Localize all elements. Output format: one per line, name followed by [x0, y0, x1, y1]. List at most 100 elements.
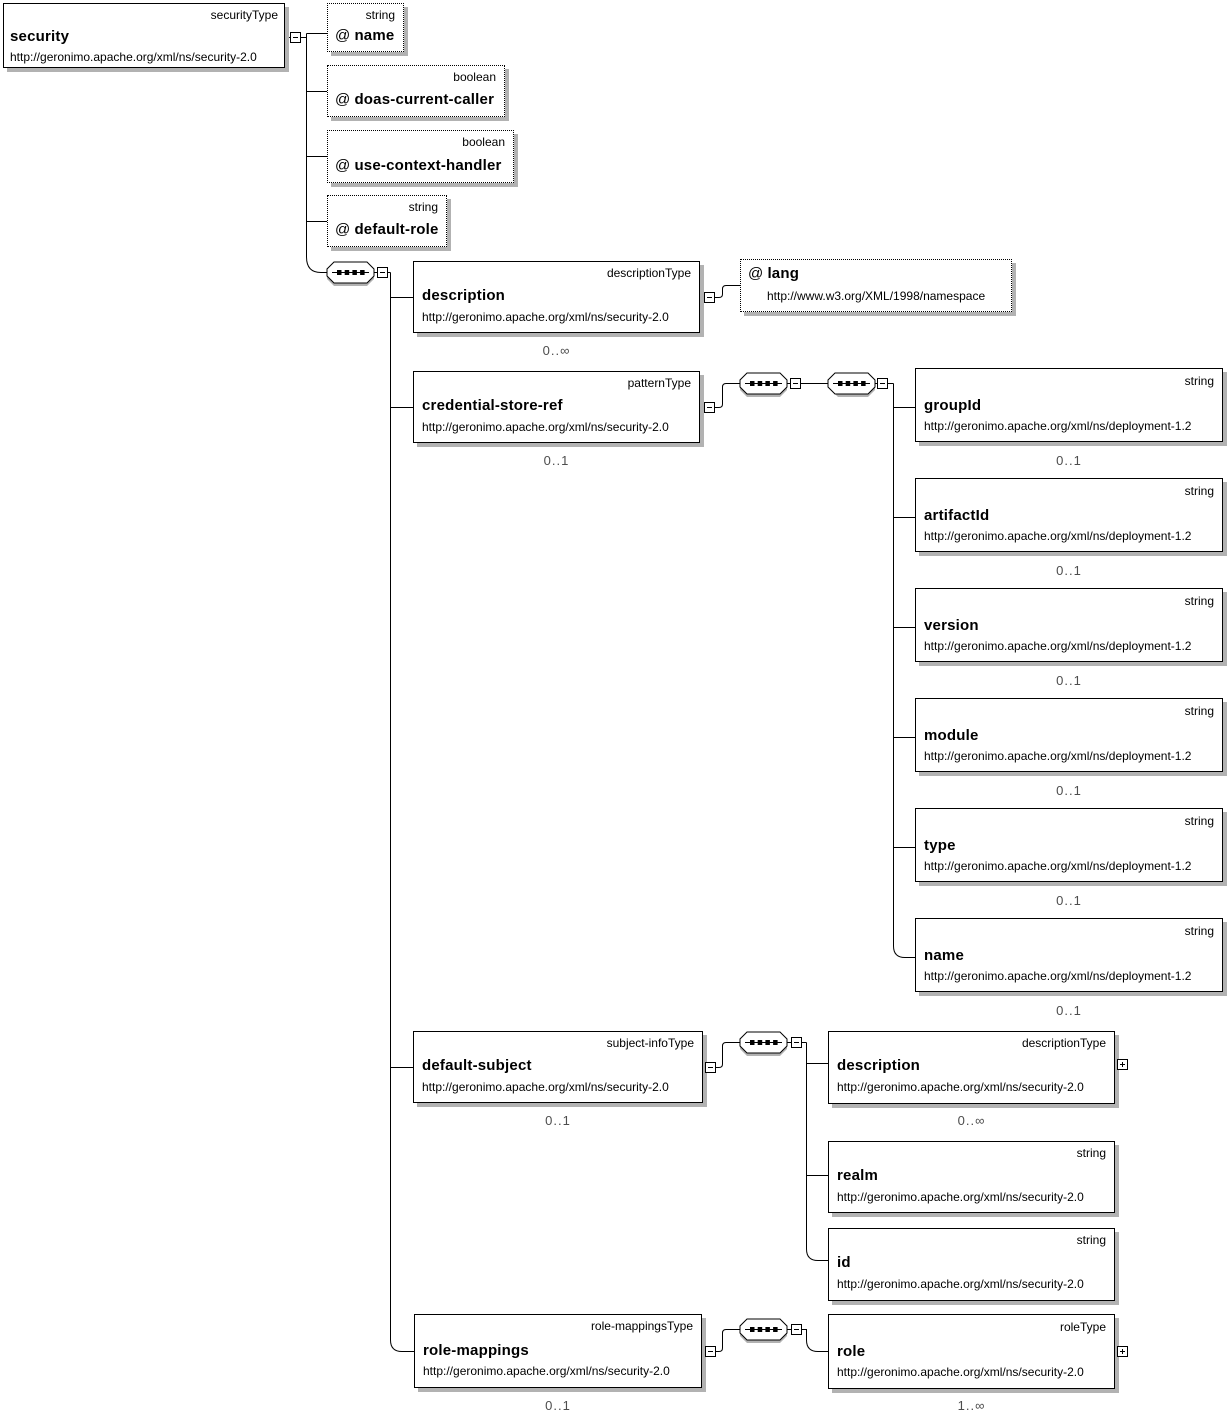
attribute-name-text: default-role: [354, 221, 439, 238]
element-description-subject[interactable]: descriptionType description http://geron…: [828, 1031, 1115, 1104]
element-name: role-mappings: [423, 1342, 529, 1359]
element-name: credential-store-ref: [422, 397, 563, 414]
collapse-toggle-security[interactable]: [290, 32, 301, 43]
element-name: description: [837, 1057, 921, 1074]
at-sign: @: [335, 157, 351, 174]
type-label: securityType: [210, 8, 278, 22]
element-namespace: http://geronimo.apache.org/xml/ns/securi…: [837, 1365, 1084, 1379]
element-name: default-subject: [422, 1057, 532, 1074]
element-role-mappings[interactable]: role-mappingsType role-mappings http://g…: [414, 1314, 702, 1388]
sequence-compositor[interactable]: [827, 372, 876, 397]
cardinality-label: 0..1: [1056, 673, 1082, 688]
type-label: role-mappingsType: [590, 1319, 693, 1333]
element-realm[interactable]: string realm http://geronimo.apache.org/…: [828, 1141, 1115, 1213]
element-name: realm: [837, 1167, 879, 1184]
element-credential-store-ref[interactable]: patternType credential-store-ref http://…: [413, 371, 700, 443]
at-sign: @: [335, 91, 351, 108]
element-version[interactable]: string version http://geronimo.apache.or…: [915, 588, 1223, 662]
attribute-name-text: use-context-handler: [354, 157, 502, 174]
sequence-compositor[interactable]: [326, 261, 417, 286]
type-label: descriptionType: [606, 266, 691, 280]
element-namespace: http://geronimo.apache.org/xml/ns/securi…: [422, 420, 669, 434]
cardinality-label: 0..1: [1056, 563, 1082, 578]
attribute-doas-current-caller[interactable]: boolean @doas-current-caller: [327, 65, 505, 117]
collapse-toggle-default-subject[interactable]: [705, 1062, 716, 1073]
collapse-toggle-sequence-pattern-inner[interactable]: [877, 378, 888, 389]
at-sign: @: [335, 221, 351, 238]
element-name: security: [10, 28, 70, 45]
attribute-use-context-handler[interactable]: boolean @use-context-handler: [327, 130, 514, 183]
element-role[interactable]: roleType role http://geronimo.apache.org…: [828, 1314, 1115, 1389]
type-label: string: [1184, 924, 1214, 938]
sequence-compositor[interactable]: [739, 1318, 788, 1343]
element-namespace: http://geronimo.apache.org/xml/ns/deploy…: [924, 419, 1192, 433]
element-namespace: http://geronimo.apache.org/xml/ns/securi…: [10, 50, 257, 64]
element-namespace: http://geronimo.apache.org/xml/ns/securi…: [837, 1190, 1084, 1204]
collapse-toggle-sequence-role[interactable]: [791, 1324, 802, 1335]
element-namespace: http://geronimo.apache.org/xml/ns/deploy…: [924, 749, 1192, 763]
element-name: artifactId: [924, 507, 990, 524]
collapse-toggle-description[interactable]: [704, 292, 715, 303]
attribute-name[interactable]: string @name: [327, 3, 404, 52]
type-label: string: [365, 8, 395, 22]
element-namespace: http://geronimo.apache.org/xml/ns/deploy…: [924, 969, 1192, 983]
type-label: string: [1184, 814, 1214, 828]
collapse-toggle-sequence-pattern-outer[interactable]: [790, 378, 801, 389]
cardinality-label: 0..1: [543, 453, 570, 468]
collapse-toggle-role-mappings[interactable]: [705, 1346, 716, 1357]
expand-toggle-role[interactable]: [1117, 1346, 1128, 1357]
type-label: boolean: [462, 135, 505, 149]
cardinality-label: 0..1: [1056, 1003, 1082, 1018]
attribute-lang[interactable]: @lang http://www.w3.org/XML/1998/namespa…: [740, 259, 1012, 312]
attribute-name-text: name: [354, 27, 395, 44]
attribute-label: @doas-current-caller: [335, 91, 494, 108]
attribute-default-role[interactable]: string @default-role: [327, 195, 447, 247]
element-type[interactable]: string type http://geronimo.apache.org/x…: [915, 808, 1223, 882]
sequence-compositor[interactable]: [739, 1031, 788, 1056]
type-label: descriptionType: [1021, 1036, 1106, 1050]
attribute-namespace: http://www.w3.org/XML/1998/namespace: [767, 289, 986, 303]
attribute-label: @default-role: [335, 221, 439, 238]
element-name: groupId: [924, 397, 982, 414]
element-name: type: [924, 837, 956, 854]
attribute-name-text: lang: [767, 265, 800, 282]
at-sign: @: [748, 265, 764, 282]
element-module[interactable]: string module http://geronimo.apache.org…: [915, 698, 1223, 772]
cardinality-label: 0..1: [1056, 783, 1082, 798]
collapse-toggle-sequence-main[interactable]: [377, 267, 388, 278]
type-label: string: [1184, 374, 1214, 388]
element-namespace: http://geronimo.apache.org/xml/ns/securi…: [837, 1080, 1084, 1094]
element-default-subject[interactable]: subject-infoType default-subject http://…: [413, 1031, 703, 1103]
type-label: boolean: [453, 70, 496, 84]
element-id[interactable]: string id http://geronimo.apache.org/xml…: [828, 1228, 1115, 1301]
element-namespace: http://geronimo.apache.org/xml/ns/deploy…: [924, 639, 1192, 653]
element-name: id: [837, 1254, 851, 1271]
collapse-toggle-sequence-subject[interactable]: [791, 1037, 802, 1048]
element-groupId[interactable]: string groupId http://geronimo.apache.or…: [915, 368, 1223, 442]
collapse-toggle-credential-store-ref[interactable]: [704, 402, 715, 413]
element-security[interactable]: securityType security http://geronimo.ap…: [3, 3, 285, 68]
type-label: patternType: [627, 376, 691, 390]
element-namespace: http://geronimo.apache.org/xml/ns/deploy…: [924, 529, 1192, 543]
attribute-label: @name: [335, 27, 394, 44]
cardinality-label: 0..1: [1056, 453, 1082, 468]
type-label: string: [1184, 594, 1214, 608]
element-name: name: [924, 947, 964, 964]
element-namespace: http://geronimo.apache.org/xml/ns/securi…: [422, 1080, 669, 1094]
element-name-deployment[interactable]: string name http://geronimo.apache.org/x…: [915, 918, 1223, 992]
type-label: subject-infoType: [606, 1036, 694, 1050]
expand-toggle-description-subject[interactable]: [1117, 1059, 1128, 1070]
type-label: string: [408, 200, 438, 214]
attribute-label: @use-context-handler: [335, 157, 502, 174]
element-artifactId[interactable]: string artifactId http://geronimo.apache…: [915, 478, 1223, 552]
element-namespace: http://geronimo.apache.org/xml/ns/securi…: [422, 310, 669, 324]
element-description[interactable]: descriptionType description http://geron…: [413, 261, 700, 333]
sequence-compositor[interactable]: [739, 372, 788, 397]
type-label: roleType: [1059, 1320, 1106, 1334]
attribute-name-text: doas-current-caller: [354, 91, 495, 108]
element-namespace: http://geronimo.apache.org/xml/ns/securi…: [837, 1277, 1084, 1291]
cardinality-label: 0..∞: [957, 1113, 986, 1128]
attribute-label: @lang: [748, 265, 799, 282]
